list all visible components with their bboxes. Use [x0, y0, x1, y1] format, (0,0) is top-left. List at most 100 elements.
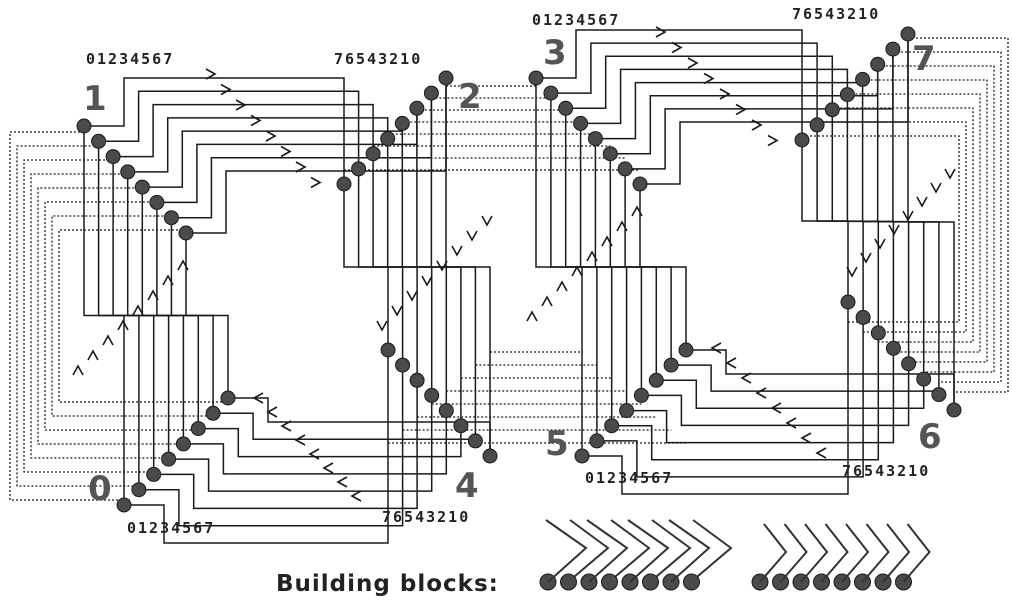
stage-label-0: 0 — [88, 469, 112, 509]
node-2-6 — [352, 162, 366, 176]
node-2-4 — [381, 132, 395, 146]
dashed-wire-right-6 — [817, 122, 966, 332]
node-4-6 — [396, 358, 410, 372]
stage-label-5: 5 — [545, 424, 569, 464]
node-5-1 — [590, 434, 604, 448]
bottom-left-wire-6 — [213, 413, 475, 441]
node-7-5 — [825, 103, 839, 117]
arrow-mid-left-down-0 — [377, 321, 387, 330]
node-6-5 — [871, 326, 885, 340]
node-3-3 — [574, 116, 588, 130]
bottom-left-wire-0 — [124, 350, 388, 543]
arrow-mid-right-up-0 — [527, 312, 537, 321]
arrow-top-left-5 — [281, 147, 290, 157]
node-1-5 — [150, 195, 164, 209]
arrow-mid-left-down-1 — [392, 306, 402, 315]
arrow-bottom-right-5 — [787, 418, 796, 428]
top-left-wire-6 — [171, 93, 431, 218]
node-5-4 — [634, 388, 648, 402]
arrow-top-right-0 — [656, 27, 665, 37]
arrow-right-down-2 — [875, 239, 885, 248]
stage-label-6: 6 — [918, 417, 942, 457]
switch-nodes — [77, 27, 961, 512]
node-0-5 — [191, 422, 205, 436]
bit-order-label-7: 76543210 — [792, 5, 880, 23]
arrow-top-left-3 — [251, 116, 260, 126]
arrow-left-up-0 — [73, 366, 83, 375]
node-0-3 — [162, 452, 176, 466]
node-1-6 — [164, 211, 178, 225]
node-0-7 — [221, 391, 235, 405]
arrow-bottom-right-3 — [757, 388, 766, 398]
arrow-top-left-1 — [221, 85, 230, 95]
bottom-right-wire-0 — [582, 302, 848, 494]
arrow-left-up-4 — [133, 306, 143, 315]
node-7-2 — [871, 57, 885, 71]
right-vertical-wire-7 — [802, 140, 848, 302]
left-vertical-wire-7 — [186, 233, 228, 398]
arrow-bottom-right-7 — [817, 448, 826, 458]
node-7-6 — [810, 118, 824, 132]
block-a-node-5 — [643, 574, 659, 590]
building-blocks — [540, 520, 930, 590]
arrow-mid-left-down-3 — [422, 276, 432, 285]
node-3-1 — [544, 86, 558, 100]
arrow-bottom-left-6 — [338, 477, 347, 487]
node-7-3 — [856, 72, 870, 86]
arrow-left-up-1 — [88, 351, 98, 360]
stage-label-3: 3 — [543, 33, 567, 73]
bottom-right-wire-4 — [641, 364, 908, 426]
node-4-1 — [468, 434, 482, 448]
node-5-3 — [620, 404, 634, 418]
node-4-0 — [483, 449, 497, 463]
node-0-6 — [206, 406, 220, 420]
node-3-6 — [618, 162, 632, 176]
block-a-node-1 — [561, 574, 577, 590]
top-right-wire-1 — [551, 43, 817, 125]
node-4-5 — [410, 373, 424, 387]
arrow-right-down-7 — [945, 169, 955, 178]
dashed-wraparound-wires — [10, 38, 1008, 500]
arrow-top-right-2 — [688, 58, 697, 68]
arrow-bottom-left-5 — [324, 463, 333, 473]
arrow-mid-left-down-7 — [482, 216, 492, 225]
bit-order-label-4: 76543210 — [382, 508, 470, 526]
node-7-1 — [886, 42, 900, 56]
node-3-0 — [529, 71, 543, 85]
node-6-6 — [856, 310, 870, 324]
node-1-4 — [135, 180, 149, 194]
node-3-2 — [559, 101, 573, 115]
arrow-mid-left-down-6 — [467, 231, 477, 240]
arrow-right-down-5 — [917, 197, 927, 206]
block-b-chevron-0 — [760, 524, 786, 582]
arrow-mid-right-up-1 — [542, 297, 552, 306]
dashed-wire-right-7 — [802, 136, 959, 322]
node-2-1 — [424, 86, 438, 100]
arrow-left-up-3 — [118, 321, 128, 330]
node-2-3 — [395, 116, 409, 130]
block-a-node-3 — [602, 574, 618, 590]
stage-label-2: 2 — [458, 77, 482, 117]
node-4-2 — [454, 419, 468, 433]
node-5-6 — [664, 358, 678, 372]
top-right-wire-6 — [625, 49, 893, 169]
stage-label-1: 1 — [83, 79, 107, 119]
node-2-7 — [337, 177, 351, 191]
bottom-right-wire-2 — [612, 333, 879, 460]
node-1-1 — [92, 134, 106, 148]
stage-label-4: 4 — [455, 466, 479, 506]
node-1-7 — [179, 226, 193, 240]
node-6-1 — [932, 388, 946, 402]
arrow-mid-right-up-3 — [572, 267, 582, 276]
node-4-7 — [381, 343, 395, 357]
arrow-top-left-4 — [266, 131, 275, 141]
stage-label-7: 7 — [912, 39, 936, 79]
node-4-4 — [425, 388, 439, 402]
bit-order-label-0: 01234567 — [127, 519, 215, 537]
bottom-right-wire-6 — [671, 365, 939, 395]
mid-left-vertical-wire-7 — [344, 184, 388, 350]
node-2-0 — [439, 71, 453, 85]
node-2-2 — [410, 101, 424, 115]
top-left-wire-4 — [142, 123, 402, 187]
